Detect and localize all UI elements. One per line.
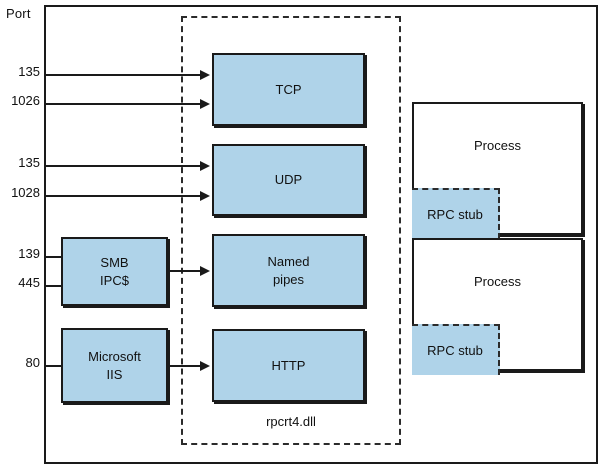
arrowhead-1028-udp [200,191,210,201]
port-label-139-smb: 139 [18,246,40,261]
arrowhead-135-tcp [200,70,210,80]
process-box-2-title: Process [474,274,521,289]
port-label-135-udp: 135 [18,155,40,170]
source-box-iis: Microsoft IIS [61,328,168,403]
connector-line-80-iis [44,365,61,367]
transport-box-named-pipes-line1: Named [267,253,310,269]
rpc-stub-2: RPC stub [412,324,500,375]
transport-box-udp: UDP [212,144,365,216]
rpcrt4-dll-container [181,16,401,445]
port-label-1028-udp: 1028 [11,185,40,200]
rpc-stub-2-label: RPC stub [427,343,483,358]
rpc-stub-1: RPC stub [412,188,500,239]
source-box-iis-line1: Microsoft [88,348,141,364]
source-box-smb-line2: IPC$ [100,272,129,288]
transport-box-tcp: TCP [212,53,365,126]
arrowhead-iis-http [200,361,210,371]
transport-box-named-pipes-line2: pipes [272,271,305,287]
connector-line-smb-namedpipes [168,270,202,272]
connector-line-135-udp [44,165,202,167]
transport-box-udp-line1: UDP [274,172,303,188]
port-label-135-tcp: 135 [18,64,40,79]
connector-line-1028-udp [44,195,202,197]
process-box-1: Process RPC stub [412,102,583,239]
rpcrt4-dll-label: rpcrt4.dll [266,414,316,429]
port-label-80-iis: 80 [25,355,40,370]
transport-box-http-line1: HTTP [271,357,306,373]
connector-line-iis-http [168,365,202,367]
rpc-stub-1-label: RPC stub [427,207,483,222]
transport-box-tcp-line1: TCP [275,81,302,97]
arrowhead-135-udp [200,161,210,171]
source-box-smb: SMB IPC$ [61,237,168,306]
transport-box-named-pipes: Named pipes [212,234,365,307]
connector-line-445-smb [44,285,61,287]
process-box-2: Process RPC stub [412,238,583,375]
connector-line-1026-tcp [44,103,202,105]
transport-box-http: HTTP [212,329,365,402]
process-box-1-title: Process [474,138,521,153]
arrowhead-1026-tcp [200,99,210,109]
connector-line-135-tcp [44,74,202,76]
port-column-header: Port [6,6,31,21]
port-label-445-smb: 445 [18,275,40,290]
outer-boundary [44,5,598,464]
source-box-smb-line1: SMB [100,254,129,270]
arrowhead-smb-namedpipes [200,266,210,276]
source-box-iis-line2: IIS [106,366,123,382]
port-label-1026-tcp: 1026 [11,93,40,108]
connector-line-139-smb [44,256,61,258]
